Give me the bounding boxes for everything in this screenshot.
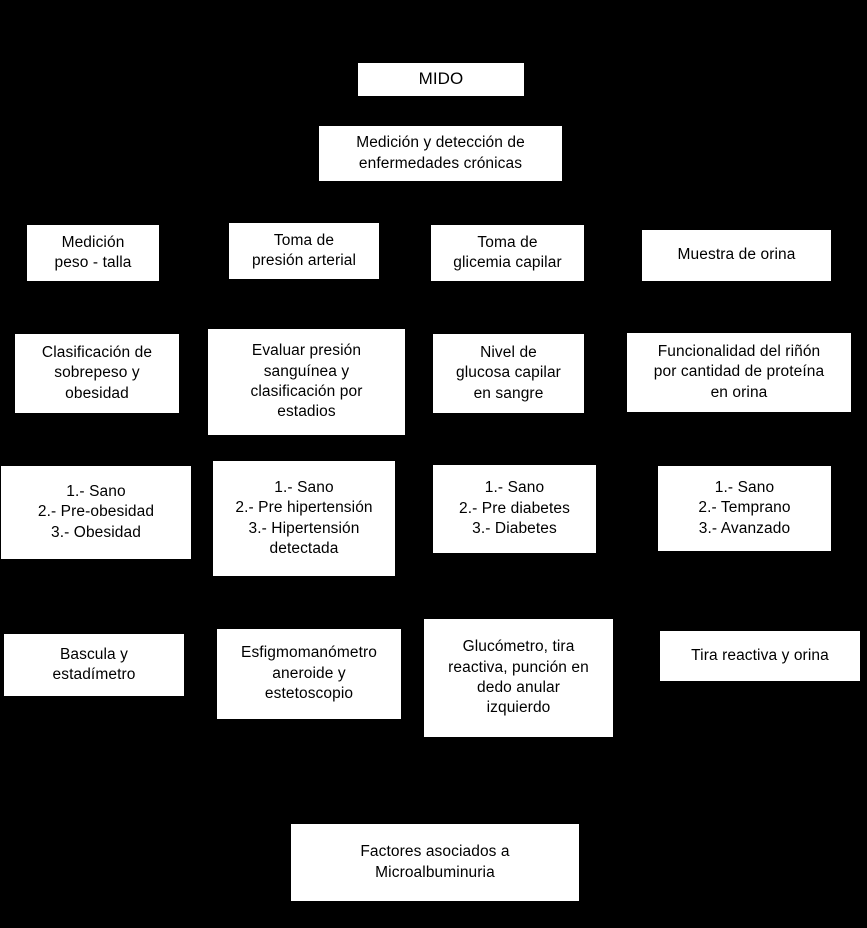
node-instruments-presion-arterial: Esfigmomanómetro aneroide y estetoscopio (216, 628, 402, 720)
node-instruments-glicemia-capilar: Glucómetro, tira reactiva, punción en de… (423, 618, 614, 738)
node-measurement-muestra-orina: Muestra de orina (641, 229, 832, 282)
node-evaluation-presion-arterial: Evaluar presión sanguínea y clasificació… (207, 328, 406, 436)
node-classification-peso-talla: 1.- Sano 2.- Pre-obesidad 3.- Obesidad (0, 465, 192, 560)
node-classification-muestra-orina: 1.- Sano 2.- Temprano 3.- Avanzado (657, 465, 832, 552)
node-measurement-peso-talla: Medición peso - talla (26, 224, 160, 282)
node-instruments-muestra-orina: Tira reactiva y orina (659, 630, 861, 682)
node-mido-root: MIDO (357, 62, 525, 97)
node-root-description: Medición y detección de enfermedades cró… (318, 125, 563, 182)
node-evaluation-peso-talla: Clasificación de sobrepeso y obesidad (14, 333, 180, 414)
node-measurement-presion-arterial: Toma de presión arterial (228, 222, 380, 280)
node-measurement-glicemia-capilar: Toma de glicemia capilar (430, 224, 585, 282)
node-classification-presion-arterial: 1.- Sano 2.- Pre hipertensión 3.- Hipert… (212, 460, 396, 577)
node-instruments-peso-talla: Bascula y estadímetro (3, 633, 185, 697)
node-evaluation-muestra-orina: Funcionalidad del riñón por cantidad de … (626, 332, 852, 413)
node-footer-factores-microalbuminuria: Factores asociados a Microalbuminuria (290, 823, 580, 902)
node-evaluation-glicemia-capilar: Nivel de glucosa capilar en sangre (432, 333, 585, 414)
node-classification-glicemia-capilar: 1.- Sano 2.- Pre diabetes 3.- Diabetes (432, 464, 597, 554)
